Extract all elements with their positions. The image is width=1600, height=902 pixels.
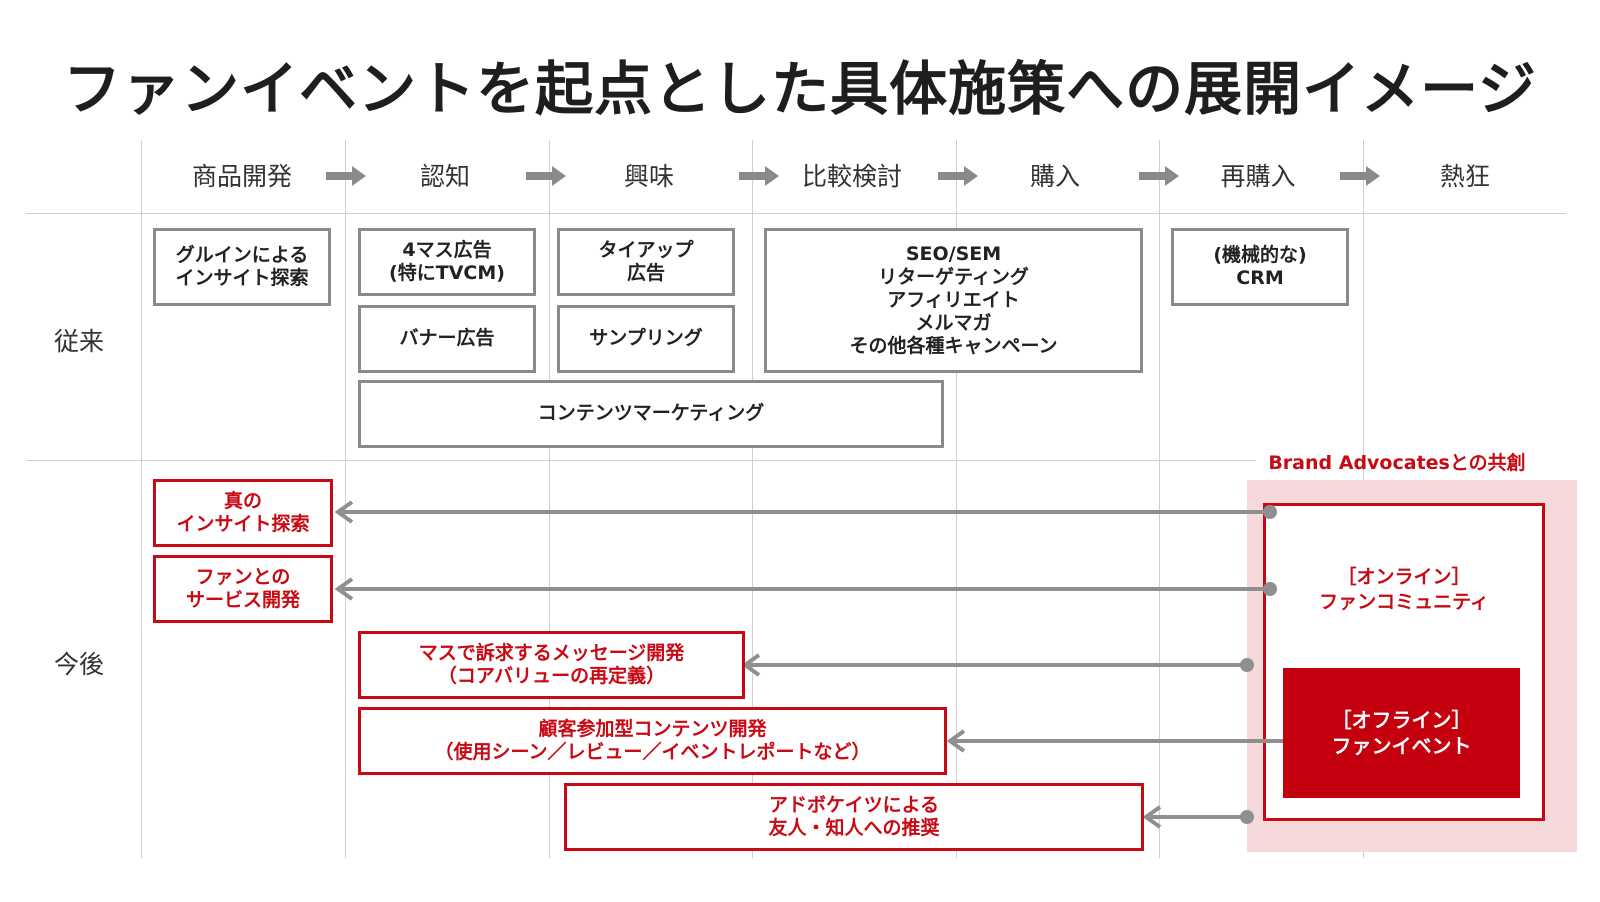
connector-dot [1240, 658, 1254, 672]
stage-arrow-icon [1340, 166, 1380, 186]
box-sampling: サンプリング [557, 305, 735, 373]
online-fan-community: ［オンライン］ ファンコミュニティ [1319, 566, 1489, 613]
stage-arrow-icon [526, 166, 566, 186]
arrowhead-icon [946, 729, 966, 753]
row-label-traditional: 従来 [54, 327, 105, 356]
stage-comparison: 比較検討 [801, 162, 902, 191]
row-label-future: 今後 [54, 650, 105, 679]
box-comparison-tactics: SEO/SEM リターゲティング アフィリエイト メルマガ その他各種キャンペー… [764, 228, 1143, 373]
box-true-insight: 真の インサイト探索 [153, 479, 333, 547]
header-divider [26, 213, 1566, 214]
grid-divider [141, 140, 142, 858]
connector-dot [1263, 505, 1277, 519]
box-fan-service-dev: ファンとの サービス開発 [153, 555, 333, 623]
stage-enthusiasm: 熱狂 [1439, 162, 1490, 191]
box-mass-message-dev: マスで訴求するメッセージ開発 （コアバリューの再定義） [358, 631, 745, 699]
stage-arrow-icon [938, 166, 978, 186]
box-advocate-referral: アドボケイツによる 友人・知人への推奨 [564, 783, 1144, 851]
stage-arrow-icon [739, 166, 779, 186]
stage-repurchase: 再購入 [1220, 162, 1296, 191]
arrowhead-icon [334, 577, 354, 601]
box-tieup-ad: タイアップ 広告 [557, 228, 735, 296]
grid-divider [345, 140, 346, 858]
box-content-marketing: コンテンツマーケティング [358, 380, 944, 448]
stage-awareness: 認知 [419, 162, 470, 191]
grid-divider [752, 140, 753, 858]
box-mass-ad: 4マス広告 (特にTVCM) [358, 228, 536, 296]
connector-dot [1263, 582, 1277, 596]
stage-arrow-icon [1139, 166, 1179, 186]
box-participatory-content: 顧客参加型コンテンツ開発 （使用シーン／レビュー／イベントレポートなど） [358, 707, 947, 775]
box-banner-ad: バナー広告 [358, 305, 536, 373]
box-crm: (機械的な) CRM [1171, 228, 1349, 306]
grid-divider [1159, 140, 1160, 858]
stage-purchase: 購入 [1029, 162, 1080, 191]
row-divider [26, 460, 1256, 461]
brand-advocates-label: Brand Advocatesとの共創 [1268, 452, 1526, 474]
connector-dot [1240, 810, 1254, 824]
stage-product-dev: 商品開発 [191, 162, 292, 191]
grid-divider [549, 140, 550, 858]
arrowhead-icon [334, 500, 354, 524]
offline-fan-event: ［オフライン］ ファンイベント [1283, 668, 1520, 798]
arrowhead-icon [741, 653, 761, 677]
stage-interest: 興味 [623, 162, 674, 191]
arrowhead-icon [1142, 805, 1162, 829]
box-group-interview-insight: グルインによる インサイト探索 [153, 228, 331, 306]
grid-divider [956, 140, 957, 858]
stage-arrow-icon [326, 166, 366, 186]
page-title: ファンイベントを起点とした具体施策への展開イメージ [63, 55, 1537, 123]
